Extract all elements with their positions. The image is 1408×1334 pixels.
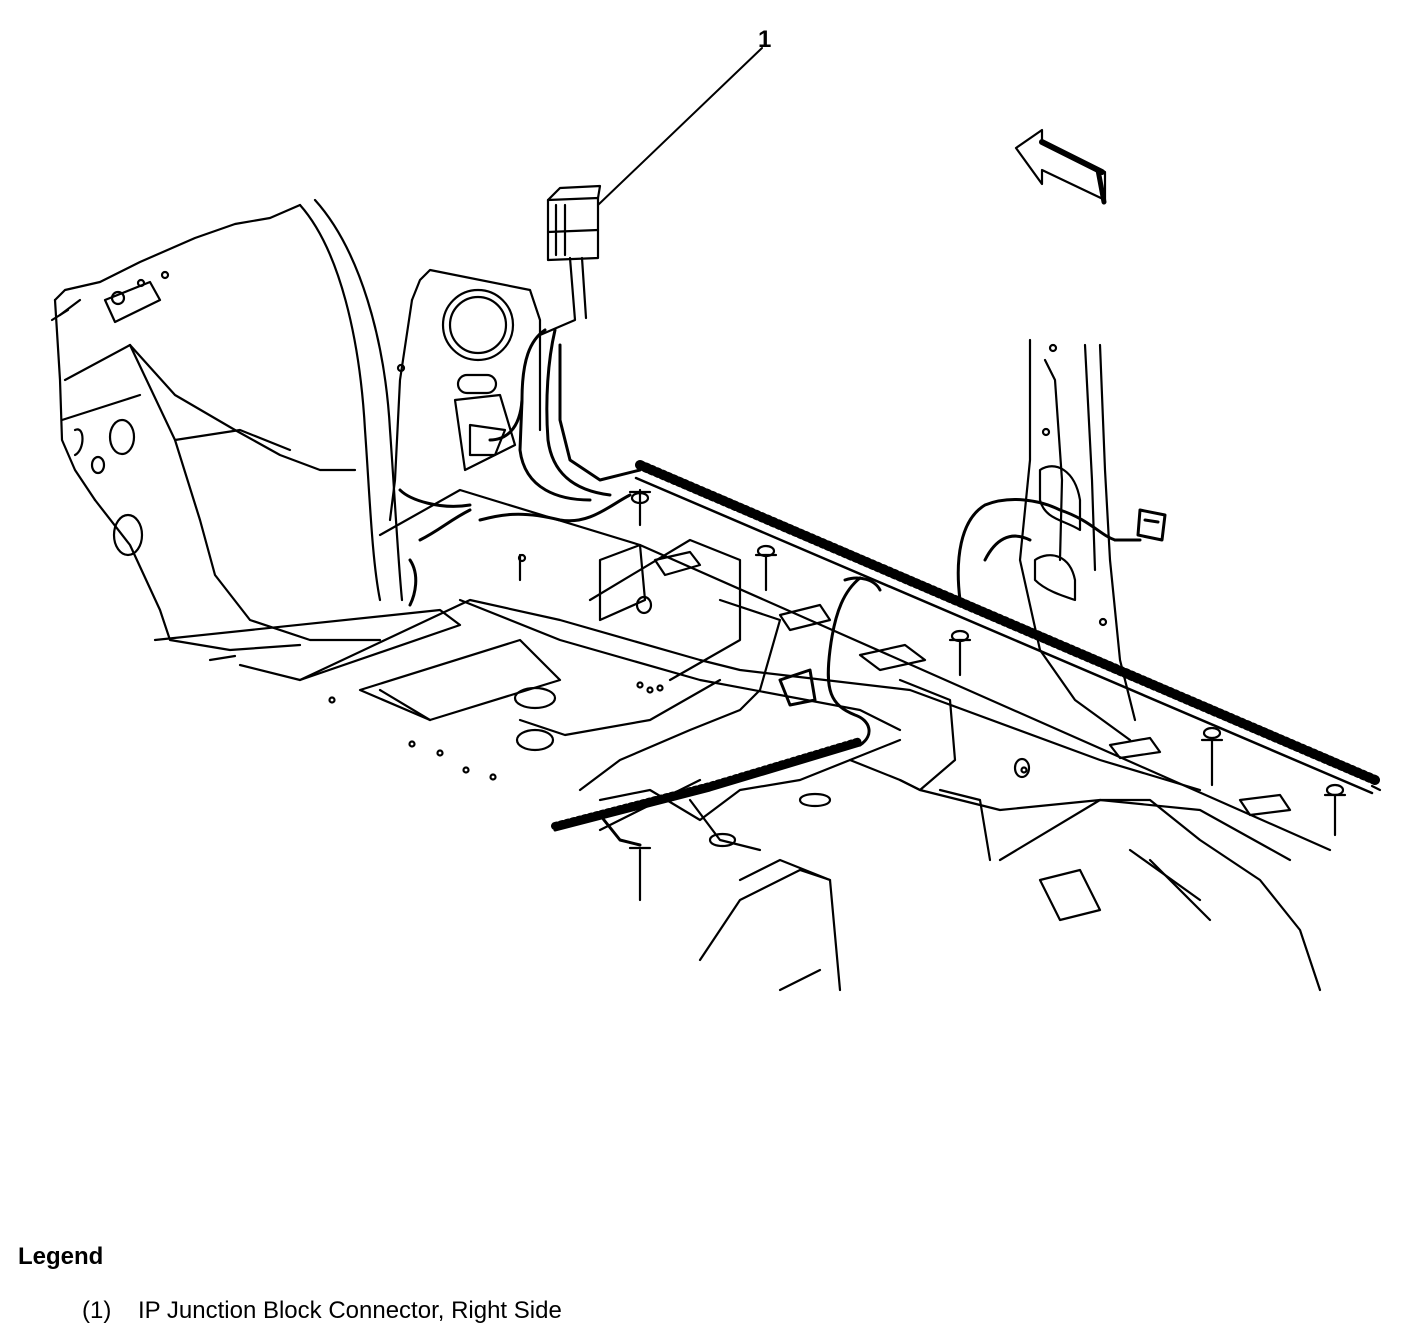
legend-item-label: IP Junction Block Connector, Right Side (138, 1297, 562, 1324)
pillar-harness (398, 328, 642, 607)
ip-junction-block-connector (538, 184, 602, 337)
center-pillar (1018, 338, 1137, 742)
floor-harness (551, 576, 882, 847)
wiring-harness-diagram: 1 (50, 26, 1382, 992)
left-body-panel (50, 198, 462, 682)
sill-harness-conduit (634, 460, 1382, 795)
harness-clips (518, 488, 1347, 902)
callout-1-leader (597, 47, 763, 206)
floor-pan (298, 488, 1332, 992)
center-pillar-harness (956, 498, 1167, 602)
legend-title: Legend (18, 1243, 104, 1270)
front-pillar (388, 268, 542, 522)
front-direction-arrow-icon (1014, 128, 1107, 205)
legend-item-number: (1) (82, 1297, 112, 1324)
detail-dots (328, 553, 1028, 781)
callout-1-label: 1 (758, 26, 771, 53)
legend-item: (1) IP Junction Block Connector, Right Si… (82, 1297, 562, 1325)
